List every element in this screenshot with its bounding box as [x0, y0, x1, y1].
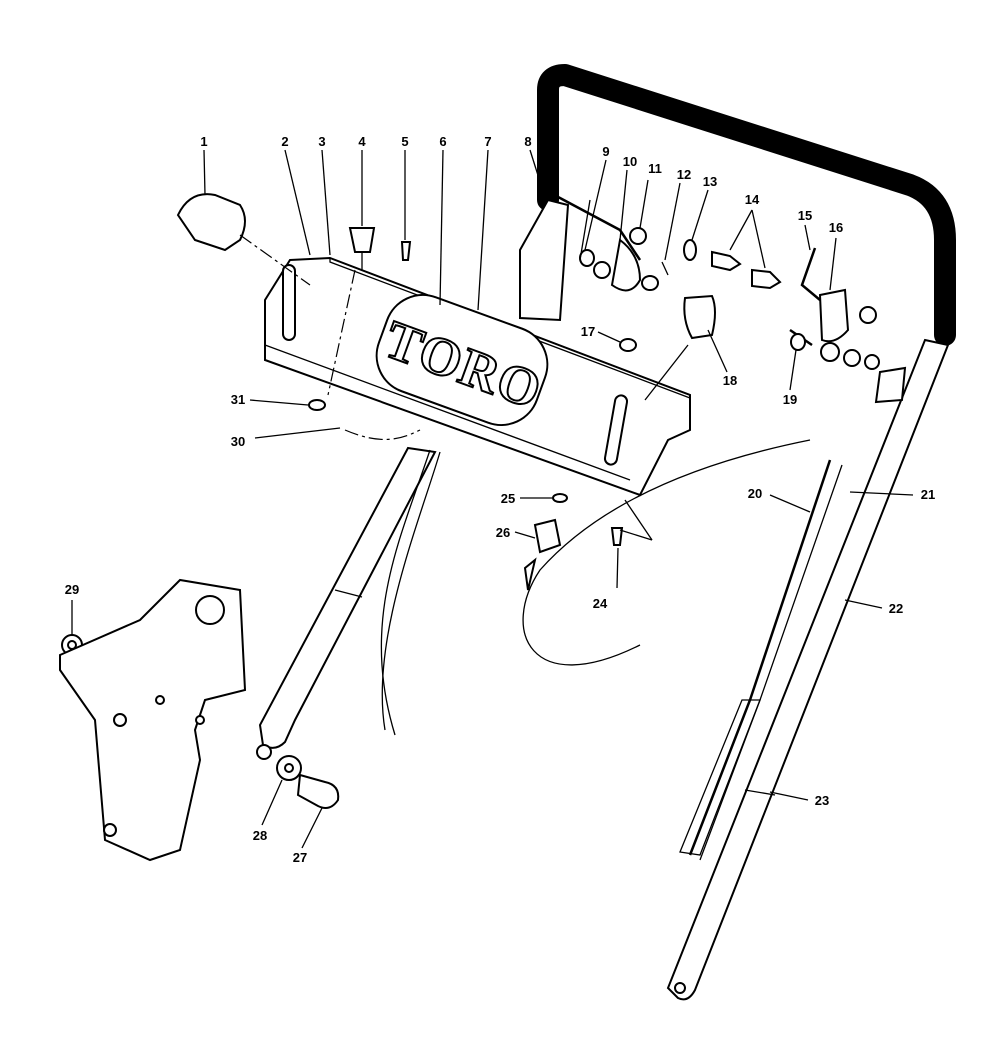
cable-30	[344, 429, 421, 440]
callout-3: 3	[318, 134, 325, 149]
washer-28	[276, 755, 302, 781]
callout-8: 8	[524, 134, 531, 149]
callout-12: 12	[677, 167, 691, 182]
pin-12	[661, 261, 669, 276]
bracket-10	[610, 238, 659, 292]
spring-tube	[679, 699, 761, 856]
callout-13: 13	[703, 174, 717, 189]
washer-13	[683, 239, 697, 261]
callout-11: 11	[648, 161, 662, 176]
washer-19	[790, 333, 806, 351]
callout-5: 5	[401, 134, 408, 149]
bracket-21	[874, 366, 907, 404]
callout-29: 29	[65, 582, 79, 597]
callout-25: 25	[501, 491, 515, 506]
callout-23: 23	[815, 793, 829, 808]
callout-19: 19	[783, 392, 797, 407]
control-panel: TORO	[264, 256, 691, 497]
callout-4: 4	[358, 134, 366, 149]
bolt-27	[296, 773, 340, 809]
upper-tube	[519, 198, 570, 322]
rod-15	[789, 247, 821, 347]
screw-5	[400, 241, 412, 261]
bracket-16	[818, 288, 880, 370]
callout-14: 14	[745, 192, 760, 207]
shift-knob	[176, 193, 311, 286]
callout-24: 24	[593, 596, 608, 611]
cap-18	[644, 294, 716, 401]
callout-31: 31	[231, 392, 245, 407]
handle-grip	[537, 64, 956, 346]
callout-6: 6	[439, 134, 446, 149]
washer-9	[579, 249, 611, 279]
callout-22: 22	[889, 601, 903, 616]
left-handle-tube	[256, 446, 441, 760]
nut-17	[619, 338, 637, 352]
callout-27: 27	[293, 850, 307, 865]
linkage-8	[544, 188, 642, 261]
callout-21: 21	[921, 487, 935, 502]
callout-30: 30	[231, 434, 245, 449]
callout-1: 1	[200, 134, 207, 149]
right-handle-tube	[666, 338, 950, 1001]
callout-10: 10	[623, 154, 637, 169]
callout-9: 9	[602, 144, 609, 159]
callout-15: 15	[798, 208, 812, 223]
callout-2: 2	[281, 134, 288, 149]
callout-26: 26	[496, 525, 510, 540]
throttle-knob	[327, 227, 376, 396]
leader-lines	[71, 149, 914, 849]
engine-plate	[59, 578, 247, 862]
callout-28: 28	[253, 828, 267, 843]
switch-26	[523, 518, 562, 591]
callout-20: 20	[748, 486, 762, 501]
bolts-14	[711, 250, 782, 290]
callout-16: 16	[829, 220, 843, 235]
callout-7: 7	[484, 134, 491, 149]
callout-18: 18	[723, 373, 737, 388]
clip-31	[308, 399, 326, 411]
screw-24	[610, 527, 624, 546]
nut-25	[552, 493, 568, 503]
nut-11	[629, 227, 647, 245]
callout-17: 17	[581, 324, 595, 339]
callout-labels: 1 2 3 4 5 6 7 8 9 10 11 12 13 14 15 16 1…	[65, 134, 935, 865]
